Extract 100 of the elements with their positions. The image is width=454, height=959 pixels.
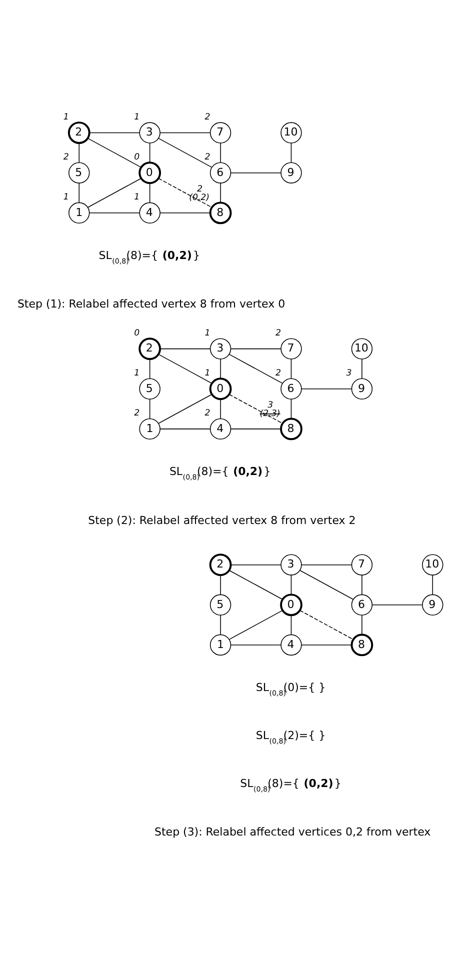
node-label: 1 bbox=[134, 192, 140, 202]
node-label: (2,3) bbox=[260, 408, 280, 419]
connector bbox=[290, 358, 292, 378]
connector bbox=[290, 142, 292, 162]
node-label: 2 bbox=[276, 328, 282, 338]
connector bbox=[87, 177, 142, 208]
connector bbox=[301, 388, 352, 389]
connector bbox=[290, 398, 292, 418]
node-circle: 6 bbox=[210, 162, 232, 183]
connector bbox=[290, 614, 292, 634]
connector bbox=[230, 428, 282, 429]
node-circle: 10 bbox=[351, 338, 373, 359]
label: Step (1): Relabel affected vertex 8 from vertex 0 bbox=[17, 297, 286, 310]
connector bbox=[228, 610, 283, 640]
node-label: 2 bbox=[204, 152, 210, 162]
node-circle: 9 bbox=[280, 162, 302, 183]
node-circle: 9 bbox=[422, 594, 444, 615]
label: SL$_{(0,8)}$(8)={ (0,2)} bbox=[240, 776, 342, 793]
node-label: 1 bbox=[134, 112, 140, 122]
node-circle: 2 bbox=[209, 553, 232, 576]
connector bbox=[88, 132, 140, 133]
node-circle: 5 bbox=[210, 594, 232, 615]
node-circle: 2 bbox=[68, 121, 90, 144]
label: SL$_{(0,8)}$(8)={ (0,2)} bbox=[98, 248, 200, 266]
connector bbox=[228, 569, 283, 600]
node-label: 1 bbox=[63, 192, 69, 202]
node-label: 2 bbox=[134, 408, 140, 418]
node-circle: 7 bbox=[351, 554, 373, 575]
connector bbox=[220, 142, 221, 162]
connector bbox=[160, 212, 211, 213]
node-label: 2 bbox=[204, 408, 210, 418]
node-circle: 1 bbox=[68, 202, 90, 224]
connector bbox=[160, 132, 211, 133]
node-circle: 7 bbox=[210, 122, 232, 143]
connector bbox=[300, 610, 354, 640]
node-circle: 3 bbox=[210, 338, 232, 359]
connector bbox=[300, 569, 354, 600]
node-circle: 3 bbox=[139, 122, 160, 143]
node-circle: 1 bbox=[139, 418, 160, 440]
node-circle: 10 bbox=[422, 554, 444, 575]
node-circle: 6 bbox=[351, 594, 373, 615]
connector bbox=[158, 137, 212, 168]
node-label: 0 bbox=[134, 152, 140, 162]
node-circle: 9 bbox=[351, 378, 373, 399]
node-label: (0,2) bbox=[189, 192, 210, 203]
connector bbox=[149, 142, 150, 162]
connector bbox=[160, 348, 211, 349]
connector bbox=[220, 574, 221, 594]
node-label: 2 bbox=[63, 152, 69, 162]
node-circle: 2 bbox=[138, 337, 162, 360]
connector bbox=[301, 564, 352, 565]
node-circle: 4 bbox=[280, 634, 302, 656]
node-circle: 7 bbox=[280, 338, 302, 359]
connector bbox=[372, 604, 423, 605]
node-label: 1 bbox=[134, 368, 140, 378]
node-circle: 4 bbox=[139, 202, 160, 224]
node-circle: 1 bbox=[210, 634, 232, 656]
node-label: 2 bbox=[204, 112, 210, 122]
connector bbox=[230, 644, 282, 645]
label: SL$_{(0,8)}$(2)={ } bbox=[256, 728, 326, 745]
node-circle: 0 bbox=[209, 377, 232, 400]
connector bbox=[88, 212, 140, 213]
connector bbox=[301, 644, 352, 645]
connector bbox=[220, 614, 221, 634]
node-circle: 3 bbox=[280, 554, 302, 575]
connector bbox=[228, 353, 283, 384]
node-circle: 8 bbox=[280, 417, 302, 440]
connector bbox=[220, 358, 221, 378]
label: Step (2): Relabel affected vertex 8 from vertex 2 bbox=[88, 513, 356, 526]
connector bbox=[432, 574, 434, 594]
node-circle: 4 bbox=[210, 418, 232, 440]
connector bbox=[158, 177, 212, 208]
node-label: 2 bbox=[196, 184, 202, 194]
node-label: 2 bbox=[276, 368, 282, 378]
connector bbox=[158, 393, 212, 424]
connector bbox=[220, 182, 221, 202]
label: SL$_{(0,8)}$(0)={ } bbox=[256, 680, 326, 698]
connector bbox=[149, 398, 150, 418]
connector bbox=[158, 353, 212, 384]
node-circle: 5 bbox=[139, 378, 160, 399]
node-label: 3 bbox=[346, 368, 352, 378]
connector bbox=[78, 182, 80, 202]
node-label: 3 bbox=[268, 400, 274, 410]
node-circle: 10 bbox=[280, 122, 302, 143]
connector bbox=[290, 574, 292, 594]
connector bbox=[230, 348, 282, 349]
connector bbox=[149, 182, 150, 202]
node-circle: 0 bbox=[280, 593, 302, 616]
connector bbox=[230, 564, 282, 565]
connector bbox=[78, 142, 80, 162]
node-label: 1 bbox=[204, 368, 210, 378]
node-circle: 6 bbox=[280, 378, 302, 399]
node-label: 1 bbox=[204, 328, 210, 338]
label: Step (3): Relabel affected vertices 0,2 from vertex bbox=[154, 825, 431, 838]
connector bbox=[160, 428, 211, 429]
node-label: 0 bbox=[134, 328, 140, 338]
node-circle: 8 bbox=[209, 201, 232, 224]
node-circle: 8 bbox=[350, 633, 374, 656]
connector bbox=[228, 393, 283, 424]
node-circle: 5 bbox=[68, 162, 90, 183]
